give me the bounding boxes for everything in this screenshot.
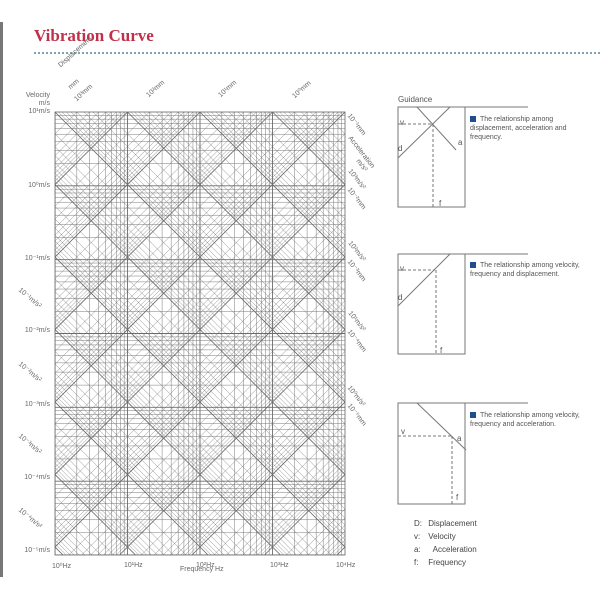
velocity-tick-label: 10⁻³m/s <box>24 401 50 408</box>
panel2-f-label: f <box>440 346 443 355</box>
frequency-axis-title: Frequency Hz <box>180 566 224 573</box>
legend-item: v: Velocity <box>414 532 456 541</box>
panel1-v-label: v <box>400 118 404 127</box>
abbreviation-legend: D: Displacement v: Velocity a: Accelerat… <box>414 517 477 569</box>
guidance-panel-3-description: The relationship among velocity, frequen… <box>470 412 580 428</box>
panel1-a-label: a <box>458 138 463 147</box>
guidance-title: Guidance <box>398 95 433 104</box>
panel1-f-label: f <box>439 199 442 208</box>
title-divider <box>34 52 600 54</box>
panel2-d-label: d <box>398 293 402 302</box>
panel1-d-label: d <box>398 144 402 153</box>
velocity-tick-label: 10⁰m/s <box>28 182 50 189</box>
page-title: Vibration Curve <box>34 26 154 45</box>
velocity-tick-label: 10¹m/s <box>28 108 50 115</box>
velocity-tick-label: 10⁻⁴m/s <box>24 474 50 481</box>
velocity-tick-label: 10⁻¹m/s <box>24 255 50 262</box>
legend-item: f: Frequency <box>414 558 467 567</box>
frequency-tick-label: 10⁰Hz <box>52 563 72 570</box>
panel3-f-label: f <box>456 493 459 502</box>
guidance-panel-1-description: The relationship among displacement, acc… <box>470 116 567 141</box>
guidance-panel-2-description: The relationship among velocity, frequen… <box>470 262 580 278</box>
velocity-axis-title: Velocity <box>25 92 50 99</box>
panel3-v-label: v <box>401 427 405 436</box>
panel3-a-label: a <box>457 434 462 443</box>
left-edge-strip <box>0 22 3 577</box>
bullet-square-icon <box>470 116 476 123</box>
panel2-v-label: v <box>400 264 404 273</box>
frequency-tick-label: 10²Hz <box>196 562 215 569</box>
velocity-axis-unit: m/s <box>38 100 50 107</box>
frequency-tick-label: 10⁴Hz <box>336 562 356 569</box>
bullet-square-icon <box>470 262 476 269</box>
frequency-tick-label: 10³Hz <box>270 562 289 569</box>
legend-item: D: Displacement <box>414 519 477 528</box>
bullet-square-icon <box>470 412 476 419</box>
frequency-tick-label: 10¹Hz <box>124 562 143 569</box>
legend-item: a: Acceleration <box>414 545 477 554</box>
velocity-tick-label: 10⁻²m/s <box>24 327 50 334</box>
velocity-tick-label: 10⁻⁵m/s <box>24 547 50 554</box>
